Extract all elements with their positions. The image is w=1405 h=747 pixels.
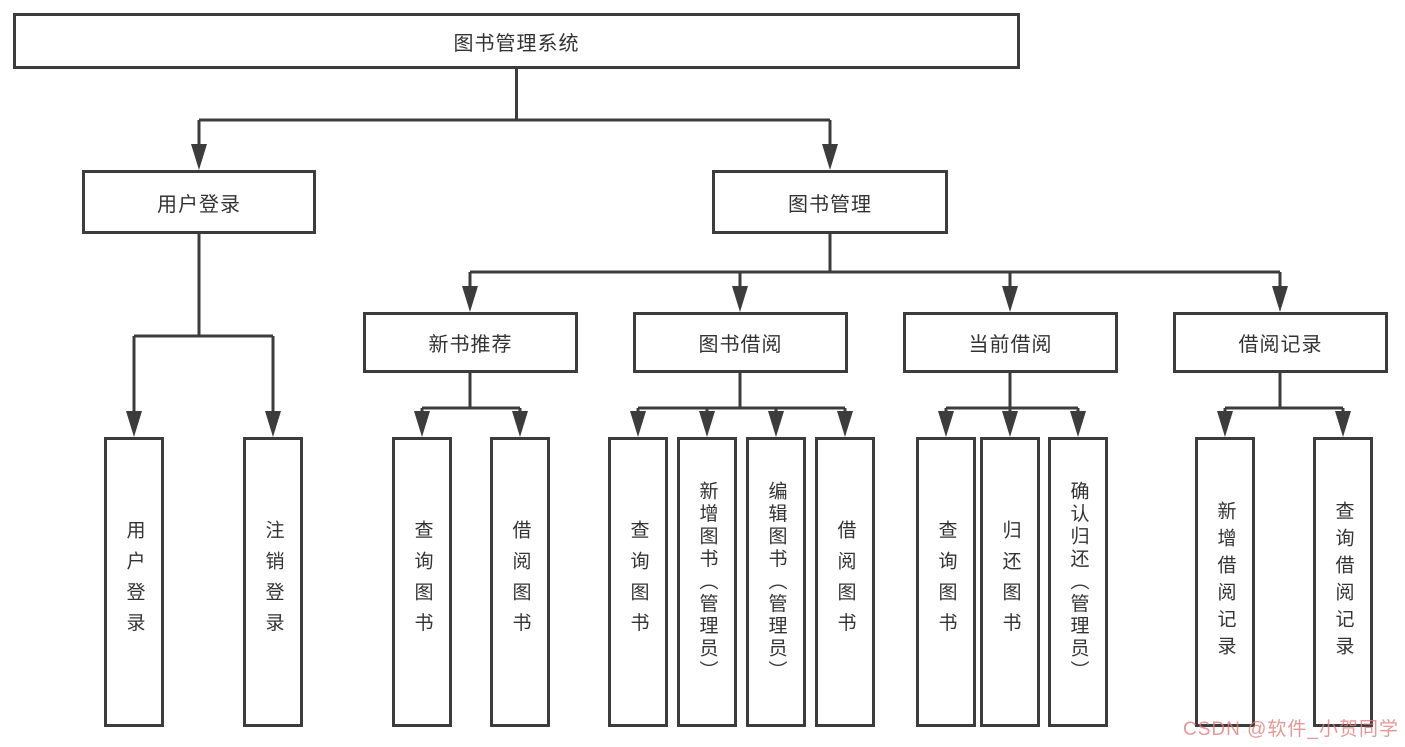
leaf-logout: 注销登录 (243, 437, 303, 727)
connector-strokes (132, 69, 1345, 414)
node-label: 图书借阅 (698, 334, 783, 356)
leaf-return-books: 归还图书 (980, 437, 1040, 727)
node-root-label: 图书管理系统 (453, 32, 580, 55)
leaf-add-borrow-record: 新增借阅记录 (1195, 437, 1255, 727)
leaf-label: 用户登录 (123, 520, 145, 644)
arrow-heads (126, 144, 1351, 437)
leaf-label: 新增图书（管理员） (696, 481, 718, 683)
leaf-label: 查询图书 (935, 520, 957, 644)
leaf-label: 查询图书 (627, 520, 649, 644)
leaf-label: 查询图书 (411, 520, 433, 644)
leaf-label: 归还图书 (999, 520, 1021, 644)
leaf-label: 借阅图书 (834, 520, 856, 644)
leaf-borrow-books-recommend: 借阅图书 (490, 437, 550, 727)
node-label: 新书推荐 (428, 334, 513, 356)
node-root-system: 图书管理系统 (13, 13, 1020, 69)
node-label: 当前借阅 (968, 334, 1053, 356)
node-label: 借阅记录 (1238, 334, 1323, 356)
node-user-login-module: 用户登录 (82, 170, 316, 234)
leaf-query-books-borrow: 查询图书 (608, 437, 668, 727)
leaf-query-borrow-record: 查询借阅记录 (1313, 437, 1373, 727)
node-book-borrow: 图书借阅 (633, 312, 848, 373)
node-label: 用户登录 (157, 193, 241, 216)
leaf-label: 编辑图书（管理员） (765, 481, 787, 683)
node-borrow-records: 借阅记录 (1173, 312, 1388, 373)
csdn-watermark: CSDN @软件_小贺同学 (1183, 719, 1399, 740)
leaf-borrow-books: 借阅图书 (815, 437, 875, 727)
node-book-management-module: 图书管理 (712, 170, 948, 234)
leaf-edit-books-admin: 编辑图书（管理员） (746, 437, 806, 727)
node-label: 图书管理 (788, 193, 872, 216)
leaf-user-login: 用户登录 (104, 437, 164, 727)
node-current-borrow: 当前借阅 (903, 312, 1118, 373)
node-new-book-recommend: 新书推荐 (363, 312, 578, 373)
leaf-query-books-current: 查询图书 (916, 437, 976, 727)
leaf-label: 确认归还（管理员） (1067, 481, 1089, 683)
leaf-label: 新增借阅记录 (1214, 501, 1236, 663)
leaf-label: 查询借阅记录 (1332, 501, 1354, 663)
leaf-confirm-return-admin: 确认归还（管理员） (1048, 437, 1108, 727)
leaf-query-books-recommend: 查询图书 (392, 437, 452, 727)
leaf-label: 注销登录 (262, 520, 284, 644)
leaf-add-books-admin: 新增图书（管理员） (677, 437, 737, 727)
leaf-label: 借阅图书 (509, 520, 531, 644)
